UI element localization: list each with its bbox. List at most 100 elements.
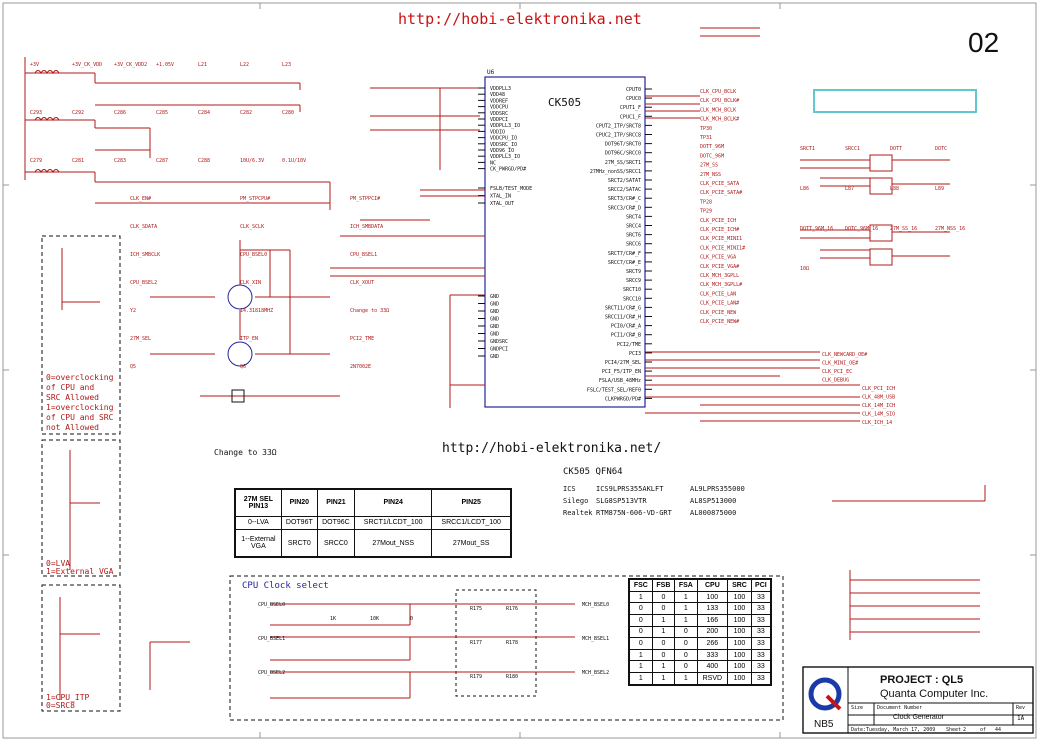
chip-pin-label: VDDPLL3_IO xyxy=(490,123,520,129)
freq-table-cell: 33 xyxy=(750,672,772,686)
chip-pin-label: 27MHz_nonSS/SRCC1 xyxy=(590,169,641,175)
cpu-select-resistor: R176 xyxy=(506,606,518,612)
freq-table-cell: 0 xyxy=(674,637,698,650)
note-line: not Allowed xyxy=(46,423,99,432)
chip-pin-label: FSLB/TEST_MODE xyxy=(490,186,532,192)
vendor-code: AL000875000 xyxy=(690,509,736,517)
chip-pin-label: SRCC9 xyxy=(626,278,641,284)
chip-pin-label: CPUT1_F xyxy=(620,105,641,111)
pci-net-label: CLK_14M_SIO xyxy=(862,412,895,418)
itp-en-box xyxy=(41,584,121,712)
chip-pin-label: VDDCPU_IO xyxy=(490,136,517,142)
chip-pin-label: PCI3 xyxy=(629,351,641,357)
freq-table-cell: 0 xyxy=(628,637,653,650)
freq-table-cell: 0 xyxy=(651,602,676,616)
note-line: 1=External VGA xyxy=(46,567,114,576)
chip-pin-label: SRCC10 xyxy=(623,296,641,302)
sel-table-cell: 0--LVA xyxy=(234,515,282,531)
chip-pin-label: DOT96C/SRCC0 xyxy=(605,151,641,157)
freq-table-cell: 33 xyxy=(750,625,772,639)
sel-table-header-cell: PIN25 xyxy=(431,488,512,517)
pci-net-label: CLK_ICH_14 xyxy=(862,420,892,426)
termination-label: 27M_NSS_16 xyxy=(935,226,965,232)
sel-table-cell: SRCC0 xyxy=(316,529,355,558)
pci-net-label: CLK_PCI_ICH xyxy=(862,386,895,392)
termination-label: L88 xyxy=(890,186,899,192)
left-net-label: CPU_BSEL1 xyxy=(350,252,377,258)
chip-pin-label: CK_PWRGD/PD# xyxy=(490,167,526,173)
inductors xyxy=(34,70,60,173)
output-net-label: CLK_PCIE_LAN xyxy=(700,291,736,297)
vendor-part: SLG8SP513VTR xyxy=(596,497,647,505)
sheet-total: 44 xyxy=(995,727,1001,733)
freq-table-cell: 1 xyxy=(628,672,653,686)
page-number: 02 xyxy=(968,27,999,58)
document-label: Document Number xyxy=(877,705,922,711)
output-net-label: CLK_PCIE_ICH# xyxy=(700,227,739,233)
chip-pin-label: VDD96_IO xyxy=(490,148,514,154)
output-net-label: TP29 xyxy=(700,209,712,215)
chip-pin-label: SRCC6 xyxy=(626,242,641,248)
output-net-label: DOTT_96M xyxy=(700,144,724,150)
mch-bsel-output: MCH_BSEL2 xyxy=(582,670,609,676)
freq-table-cell: 100 xyxy=(727,672,752,686)
freq-table-cell: 100 xyxy=(696,590,729,604)
chip-pin-label: VDDREF xyxy=(490,98,508,104)
chip-pin-label: SRCT6 xyxy=(626,233,641,239)
freq-table-cell: 33 xyxy=(750,590,772,604)
chip-ref: U6 xyxy=(487,69,495,76)
output-net-label: TP28 xyxy=(700,199,712,205)
chip-pin-label: SRCC3/CR#_D xyxy=(608,205,641,211)
sheet-label: Sheet xyxy=(946,727,961,733)
chip-pin-label: CPUC2_ITP/SRCC8 xyxy=(596,133,641,139)
highlight-note-box xyxy=(813,89,977,113)
output-net-label: CLK_PCIE_MINI1 xyxy=(700,236,742,242)
freq-table-cell: 33 xyxy=(750,602,772,616)
left-net-label: Q5 xyxy=(130,364,136,370)
chip-pin-label: GND xyxy=(490,302,499,308)
freq-table-cell: 100 xyxy=(727,637,752,650)
freq-table-cell: 266 xyxy=(696,637,729,650)
freq-table-cell: 0 xyxy=(674,660,698,674)
freq-table-cell: 0 xyxy=(674,625,698,639)
chip-pin-label: CPUT0 xyxy=(626,87,641,93)
termination-network xyxy=(800,154,950,266)
chip-left-pins: VDDPLL3VDD48VDDREFVDDCPUVDDSRCVDDPCIVDDP… xyxy=(478,86,532,360)
chip-pin-label: CLKPWRGD/PD# xyxy=(605,396,641,402)
left-net-label: CLK_XIN xyxy=(240,280,261,286)
left-net-label: Change to 33Ω xyxy=(350,308,389,314)
chip-pin-label: SRCC2/SATAC xyxy=(608,187,641,193)
pci-net-label: CLK_48M_USB xyxy=(862,395,895,401)
chip-pin-label: PCI4/27M_SEL xyxy=(605,360,641,366)
freq-table-header-cell: FSC xyxy=(628,578,653,592)
output-net-label: CLK_PCIE_NEW# xyxy=(700,319,739,325)
output-net-label: CLK_PCIE_VGA xyxy=(700,255,736,261)
termination-label: L87 xyxy=(845,186,854,192)
left-net-label: 2N7002E xyxy=(350,364,371,370)
freq-table-cell: 100 xyxy=(727,614,752,627)
output-net-label: 27M_NSS xyxy=(700,172,721,178)
output-net-label: CLK_PCIE_NEW xyxy=(700,310,737,316)
rev-label: Rev xyxy=(1016,705,1025,711)
output-net-label: TP30 xyxy=(700,126,712,132)
strap-wires xyxy=(59,248,190,700)
freq-table-cell: 0 xyxy=(651,590,676,604)
freq-table-header-cell: CPU xyxy=(696,578,729,592)
chip-pin-label: GND xyxy=(490,294,499,300)
sel-table-header-cell: PIN24 xyxy=(353,488,433,517)
sel-table-cell: DOT96T xyxy=(280,515,318,531)
sel-table-cell: DOT96C xyxy=(316,515,355,531)
cpu-bsel-input: CPU_BSEL2 xyxy=(258,670,285,676)
cpu-select-resistor: R177 xyxy=(470,640,482,646)
cpu-select-value: 0 xyxy=(410,616,413,622)
power-net-label: +3V_CK_VDD xyxy=(72,62,102,68)
sel-table-header-cell: PIN20 xyxy=(280,488,318,517)
chip-pin-label: GND xyxy=(490,309,499,315)
left-net-label: PM_STPCPU# xyxy=(240,196,270,202)
left-net-label: CLK_XOUT xyxy=(350,280,374,286)
